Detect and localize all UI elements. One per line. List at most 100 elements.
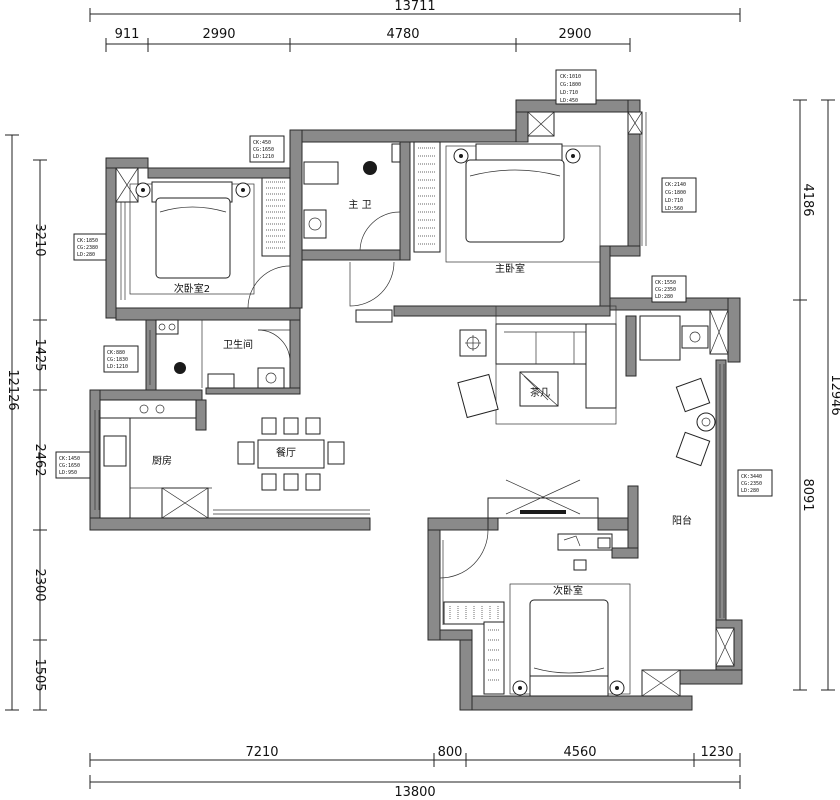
rug (495, 305, 617, 425)
spec-tag-master-bath: CK:450 CG:1650 LD:1210 (249, 135, 285, 163)
wall-segment (427, 517, 493, 531)
stove-burner-icon (155, 404, 165, 414)
sink (303, 209, 327, 239)
chair (261, 417, 277, 435)
dim-top-seg-1: 911 (115, 27, 140, 42)
dim-right-total: 12946 (828, 374, 840, 415)
kitchen-fixtures (99, 399, 212, 519)
bed (465, 159, 565, 243)
dim-right-seg-2: 8091 (800, 478, 815, 511)
spec-line: CG:1800 (665, 190, 686, 196)
wall-segment (427, 517, 441, 641)
wall-segment (679, 669, 743, 685)
spec-line: LD:1210 (107, 364, 128, 370)
spec-line: CK:1850 (77, 238, 98, 244)
dim-bottom-seg-2: 800 (438, 745, 463, 760)
spec-tag-top-right: CK:1010 CG:1800 LD:710 LD:450 (555, 69, 597, 105)
chair (327, 441, 345, 465)
bed (155, 197, 231, 279)
tv-icon (520, 510, 566, 514)
dim-left-seg-5: 1505 (32, 658, 47, 691)
spec-line: CG:1650 (59, 463, 80, 469)
dim-left-total: 12126 (5, 369, 20, 410)
doors (170, 261, 489, 579)
spec-line: CK:2140 (665, 182, 686, 188)
spec-tag (249, 135, 285, 163)
door-swing (349, 261, 395, 307)
bottom-dimension-total: 13800 (89, 775, 741, 800)
wall-segment (715, 359, 727, 623)
desk-lamp-icon (563, 535, 581, 547)
monitor (597, 537, 611, 549)
wall-segment (625, 315, 637, 377)
wall-segment (115, 307, 301, 321)
basin (257, 367, 285, 389)
washing-unit (639, 315, 681, 361)
spec-line: CG:1800 (560, 82, 581, 88)
spec-line: CG:2380 (77, 245, 98, 251)
room-labels: 主 卫 主卧室 次卧室2 卫生间 餐厅 厨房 阳台 次卧室 (152, 199, 692, 597)
top-dimension-total: 13711 (89, 0, 741, 22)
lounge-chair (675, 431, 711, 467)
chair (573, 559, 587, 571)
wardrobe-master (413, 141, 441, 253)
wall-segment (599, 245, 611, 311)
bathroom-fixtures (155, 319, 285, 389)
wall-segment (289, 129, 303, 309)
wall-segment (145, 319, 157, 391)
label-kitchen: 厨房 (152, 454, 172, 467)
wall-segment (611, 547, 639, 559)
spec-tag (55, 451, 91, 479)
left-dimension-segments: 3210 1425 2462 2300 1505 (32, 159, 47, 711)
spec-line: LD:950 (59, 470, 77, 476)
spec-tag-bedroom-2: CK:1850 CG:2380 LD:280 (73, 233, 107, 261)
wall-segment (105, 157, 117, 319)
label-dining: 餐厅 (276, 446, 296, 459)
dim-bottom-seg-3: 4560 (563, 745, 596, 760)
wall-segment (89, 517, 371, 531)
spec-line: LD:280 (741, 488, 759, 494)
chair (283, 417, 299, 435)
spec-tag-kitchen: CK:1450 CG:1650 LD:950 (55, 451, 91, 479)
master-bath-fixtures (303, 143, 401, 251)
wall-segment (393, 305, 611, 317)
wall-segment (89, 389, 203, 401)
spec-line: LD:710 (560, 90, 578, 96)
label-master-bedroom: 主卧室 (495, 262, 525, 275)
wardrobe (413, 141, 441, 253)
top-dimension-segments: 911 2990 4780 2900 (105, 27, 631, 52)
spec-line: CG:2350 (741, 481, 762, 487)
dim-left-seg-2: 1425 (32, 338, 47, 371)
spec-line: CK:880 (107, 350, 125, 356)
door-swing (257, 329, 291, 363)
spec-tag (737, 469, 773, 497)
door-swing (247, 265, 291, 309)
wall-segment (301, 129, 517, 143)
spec-line: LD:450 (560, 98, 578, 104)
dim-bottom-seg-4: 1230 (700, 745, 733, 760)
spec-tag (73, 233, 107, 261)
dim-left-seg-4: 2300 (32, 568, 47, 601)
bottom-dimension-segments: 7210 800 4560 1230 (89, 745, 741, 767)
spec-line: LD:710 (665, 198, 683, 204)
label-balcony: 阳台 (672, 514, 692, 527)
living-set: 茶几 (457, 305, 617, 519)
spec-tag-bathroom: CK:880 CG:1830 LD:1210 (103, 345, 139, 373)
right-dimension-segments: 4186 8091 (793, 99, 815, 691)
spec-line: CK:1450 (59, 456, 80, 462)
washer (207, 373, 235, 389)
sofa-chaise (585, 323, 617, 409)
spec-tag (103, 345, 139, 373)
wall-segment (459, 629, 473, 711)
spec-line: CG:1830 (107, 357, 128, 363)
dim-top-total: 13711 (394, 0, 435, 14)
shaft-boxes (115, 111, 735, 697)
dining-table (257, 439, 325, 469)
headboard (529, 675, 609, 697)
wall-segment (301, 249, 403, 261)
wall-segment (627, 485, 639, 559)
sink (681, 325, 709, 349)
label-bedroom-2: 次卧室2 (174, 282, 210, 295)
wardrobe (261, 177, 291, 257)
dim-left-seg-3: 2462 (32, 443, 47, 476)
